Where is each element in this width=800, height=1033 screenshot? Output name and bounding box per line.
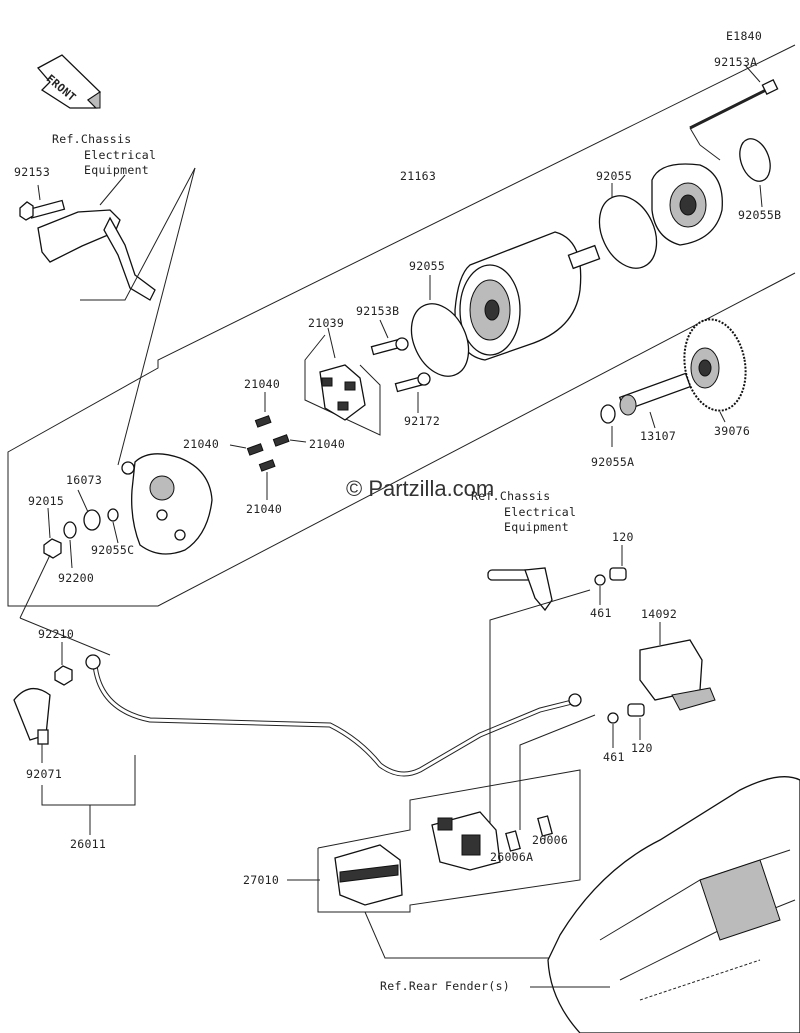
label-120-top[interactable]: 120: [612, 530, 634, 544]
label-26006[interactable]: 26006: [532, 833, 569, 847]
washer-461-top-part: [594, 574, 606, 586]
bolt-120-bot-part: [627, 703, 645, 717]
starter-end-cover: [651, 163, 723, 246]
fuse-26006a-part: [505, 830, 521, 852]
o-ring-small-part: [739, 138, 771, 182]
diagram-code: E1840: [726, 29, 763, 43]
ref-chassis-2-line-2: Electrical: [504, 505, 577, 519]
label-92015[interactable]: 92015: [28, 494, 65, 508]
label-92071[interactable]: 92071: [26, 767, 63, 781]
label-92055C[interactable]: 92055C: [91, 543, 135, 557]
nut-92210-part: [54, 665, 73, 686]
label-27010[interactable]: 27010: [243, 873, 280, 887]
o-ring-large-part-top: [598, 195, 658, 269]
label-26011[interactable]: 26011: [70, 837, 107, 851]
label-92172[interactable]: 92172: [404, 414, 441, 428]
washer-16073-part: [83, 509, 101, 531]
starter-motor-body: [454, 231, 601, 361]
o-ring-92055a-part: [600, 404, 616, 424]
watermark: © Partzilla.com: [346, 476, 495, 501]
ref-rear-fender: Ref.Rear Fender(s): [380, 979, 511, 993]
fuse-26006-part: [537, 815, 553, 837]
starter-relay-part: [431, 811, 501, 871]
label-461-top[interactable]: 461: [590, 606, 612, 620]
label-16073[interactable]: 16073: [66, 473, 103, 487]
label-26006A[interactable]: 26006A: [490, 850, 534, 864]
o-ring-92055c-part: [107, 508, 119, 522]
screw-92153b-part: [370, 337, 409, 356]
reduction-gear-part: [683, 318, 747, 412]
rear-fender-silhouette: [547, 776, 800, 1033]
relay-holder-part: [334, 844, 403, 906]
chassis-bracket-right: [487, 567, 553, 612]
label-92210[interactable]: 92210: [38, 627, 75, 641]
label-14092[interactable]: 14092: [641, 607, 678, 621]
washer-92200-part: [63, 521, 77, 539]
bolt-120-top-part: [609, 567, 627, 581]
terminal-boot-part: [13, 688, 51, 745]
nut-92015-part: [43, 538, 62, 559]
label-92153A[interactable]: 92153A: [714, 55, 758, 69]
ref-chassis-1-line-1: Ref.Chassis: [52, 132, 132, 146]
brush-holder-part: [304, 334, 381, 436]
starter-front-cover: [121, 453, 213, 555]
starter-assembly-outline: [7, 44, 796, 607]
starter-cable-part: [85, 654, 582, 777]
ref-chassis-1-line-3: Equipment: [84, 163, 150, 177]
label-461-bot[interactable]: 461: [603, 750, 625, 764]
brush-springs-part: [246, 415, 290, 472]
chassis-bracket-top: [37, 209, 156, 301]
bolt-92153-part: [19, 199, 66, 221]
label-120-bot[interactable]: 120: [631, 741, 653, 755]
label-92153[interactable]: 92153: [14, 165, 51, 179]
label-21040-a[interactable]: 21040: [244, 377, 281, 391]
label-92153B[interactable]: 92153B: [356, 304, 400, 318]
gear-shaft-part: [618, 372, 692, 416]
front-arrow-icon: [36, 54, 102, 109]
o-ring-large-part-mid: [410, 303, 470, 377]
relay-cover-part: [639, 639, 716, 711]
ref-chassis-1-line-2: Electrical: [84, 148, 157, 162]
label-21163[interactable]: 21163: [400, 169, 437, 183]
screw-92172-part: [394, 372, 431, 393]
label-92055A[interactable]: 92055A: [591, 455, 635, 469]
label-92055-top[interactable]: 92055: [596, 169, 633, 183]
label-21039[interactable]: 21039: [308, 316, 345, 330]
label-21040-c[interactable]: 21040: [309, 437, 346, 451]
ref-chassis-2-line-3: Equipment: [504, 520, 570, 534]
ref-chassis-2-line-1: Ref.Chassis: [471, 489, 551, 503]
relay-assembly-outline: [317, 769, 581, 913]
long-bolt-part: [689, 79, 779, 161]
label-92200[interactable]: 92200: [58, 571, 95, 585]
label-92055-mid[interactable]: 92055: [409, 259, 446, 273]
label-92055B[interactable]: 92055B: [738, 208, 782, 222]
label-21040-b[interactable]: 21040: [183, 437, 220, 451]
label-13107[interactable]: 13107: [640, 429, 677, 443]
label-21040-d[interactable]: 21040: [246, 502, 283, 516]
washer-461-bot-part: [607, 712, 619, 724]
label-39076[interactable]: 39076: [714, 424, 751, 438]
